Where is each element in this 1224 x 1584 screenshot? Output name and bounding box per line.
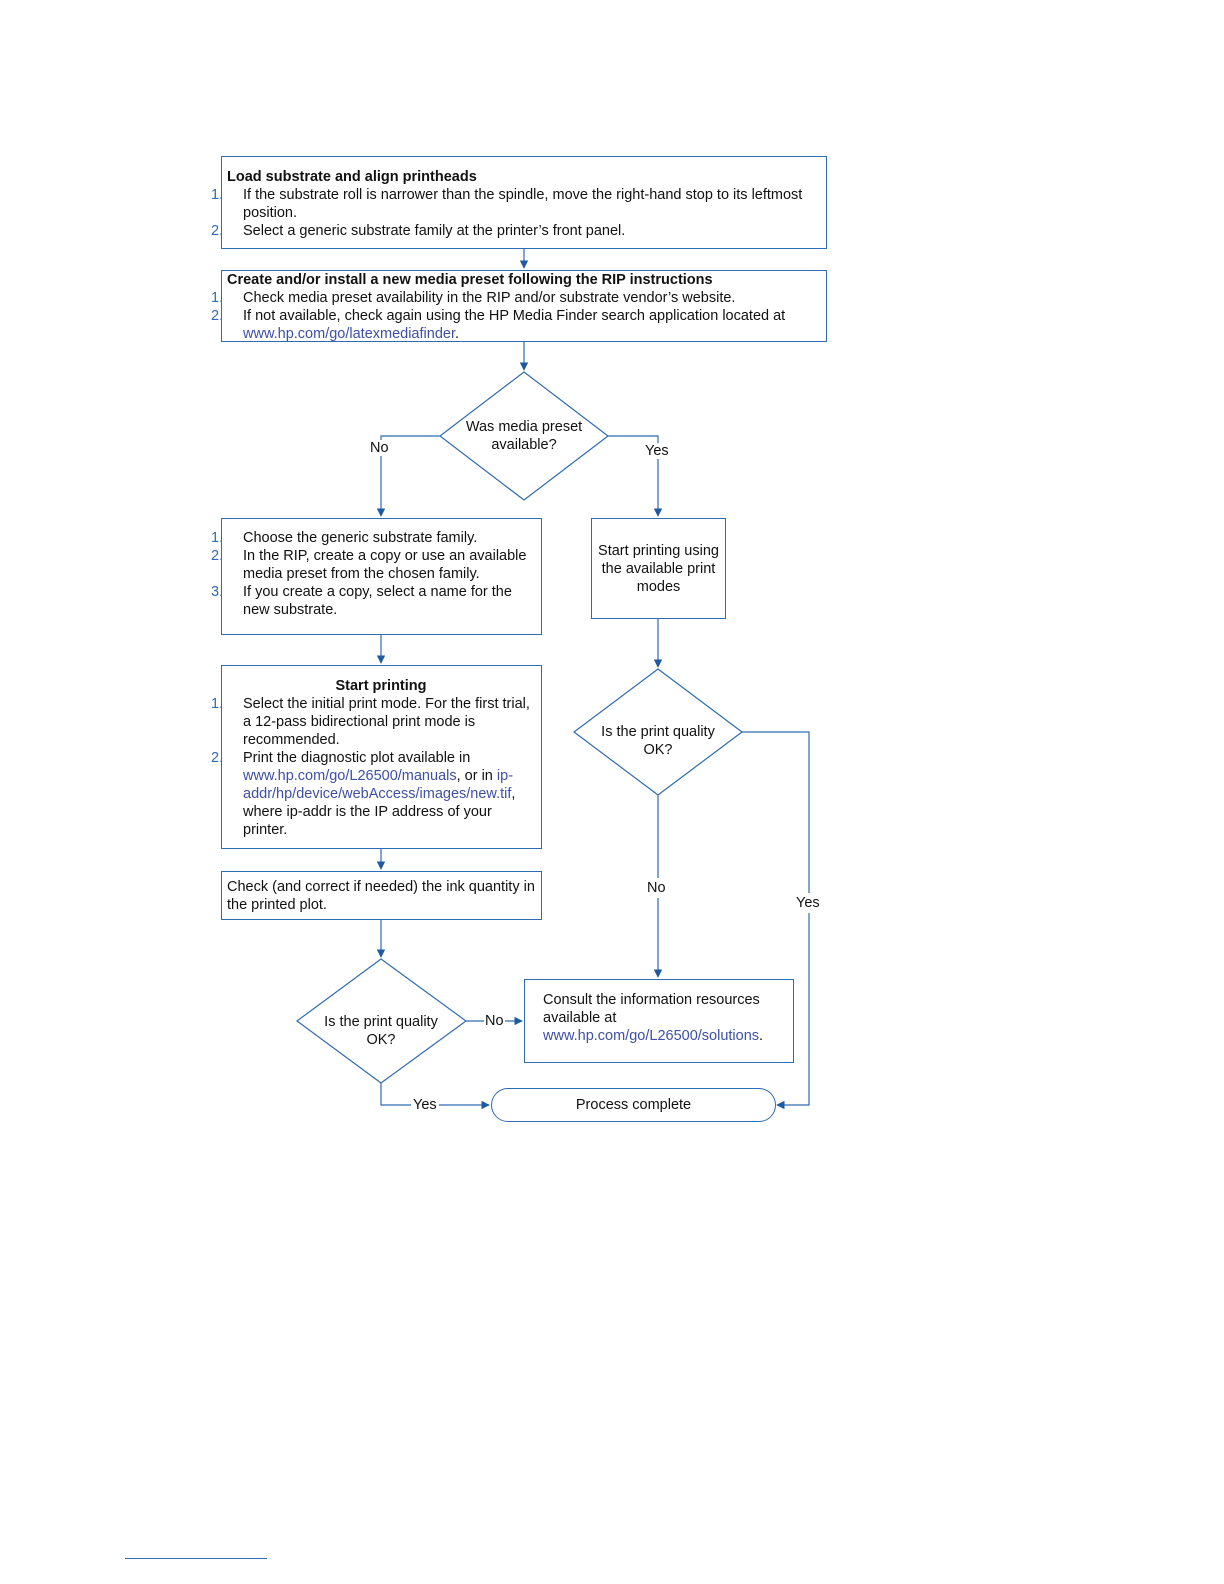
webaccess-link[interactable]: ip-addr/hp/device/webAccess/images/new.t… (243, 768, 514, 802)
solutions-link[interactable]: www.hp.com/go/L26500/solutions (543, 1028, 760, 1044)
box4-item-1-num: 1. (211, 696, 224, 712)
box6-end: . (759, 1028, 764, 1044)
box1-item-2-num: 2. (211, 223, 224, 239)
box4-item-1-text: Select the initial print mode. For the f… (243, 696, 530, 748)
yesbox-line3: modes (636, 579, 681, 595)
box3-item-1-num: 1. (211, 530, 224, 546)
manuals-link[interactable]: www.hp.com/go/L26500/manuals (243, 768, 457, 784)
box4-item-2-text: Print the diagnostic plot available in (243, 750, 471, 766)
box3-item-2-text: In the RIP, create a copy or use an avai… (243, 548, 527, 582)
box3-item-3-text: If you create a copy, select a name for … (243, 584, 512, 618)
box2-item-2-text: If not available, check again using the … (243, 308, 786, 324)
box4-title: Start printing (335, 678, 427, 694)
box2-title: Create and/or install a new media preset… (227, 272, 713, 288)
box6-line2: available at (543, 1010, 617, 1026)
step-box-media-preset: Create and/or install a new media preset… (211, 270, 827, 343)
latexmediafinder-link[interactable]: www.hp.com/go/latexmediafinder (243, 326, 455, 342)
arrow-decision3-yes (742, 731, 810, 1110)
decision3-yes-label: Yes (795, 893, 821, 913)
decision1-diamond (439, 371, 609, 501)
box1-item-1-text: If the substrate roll is narrower than t… (243, 187, 803, 221)
decision1-no-label: No (370, 440, 389, 456)
box3-item-2-num: 2. (211, 548, 224, 564)
box3-item-3: 3. If you create a copy, select a name fo… (211, 583, 535, 619)
box4-item-2-mid: , or in (456, 768, 493, 784)
box4-item-2-num: 2. (211, 750, 224, 766)
yesbox-line1: Start printing using (598, 543, 719, 559)
box4-item-2-end: , where ip-addr is the IP address of you… (243, 786, 516, 838)
decision2-yes-label: Yes (411, 1097, 439, 1113)
step-box-start-printing: Start printing 1. Select the initial prin… (211, 665, 542, 849)
box1-item-1: 1. If the substrate roll is narrower than… (211, 186, 820, 222)
decision2-line1: Is the print quality (324, 1014, 438, 1030)
terminal-text: Process complete (575, 1097, 692, 1113)
box2-item-1: 1. Check media preset availability in the… (211, 289, 820, 307)
step-box-check-ink: Check (and correct if needed) the ink qu… (221, 871, 542, 920)
decision3-line1: Is the print quality (601, 724, 715, 740)
box5-text: Check (and correct if needed) the ink qu… (227, 879, 535, 913)
box3-item-2: 2. In the RIP, create a copy or use an av… (211, 547, 535, 583)
decision2-line2: OK? (366, 1032, 396, 1048)
step-box-load-substrate: Load substrate and align printheads 1. If… (211, 156, 827, 249)
yesbox-line2: the available print (601, 561, 716, 577)
process-complete-terminal: Process complete (491, 1088, 776, 1122)
box6-line1: Consult the information resources (543, 992, 760, 1008)
decision3-line2: OK? (643, 742, 673, 758)
decision3-question: Is the print quality OK? (587, 723, 729, 759)
decision1-yes-label: Yes (645, 443, 669, 459)
decision3-no-label: No (646, 878, 667, 898)
step-box-start-printing-available: Start printing using the available print… (591, 518, 726, 619)
box2-item-2: 2. If not available, check again using th… (211, 307, 820, 343)
decision1-line1: Was media preset (465, 419, 583, 435)
decision2-question: Is the print quality OK? (310, 1013, 452, 1049)
box4-item-2: 2. Print the diagnostic plot available in… (211, 749, 535, 839)
arrow-decision1-yes (608, 435, 663, 517)
arrow-decision2-yes (380, 1083, 490, 1110)
box3-item-1: 1. Choose the generic substrate family. (211, 529, 535, 547)
step-box-generic-family: 1. Choose the generic substrate family. 2… (211, 518, 542, 635)
box1-item-1-num: 1. (211, 187, 224, 203)
box2-item-1-text: Check media preset availability in the R… (243, 290, 736, 306)
box2-item-1-num: 1. (211, 290, 224, 306)
decision2-no-label: No (484, 1013, 505, 1029)
box1-item-2-text: Select a generic substrate family at the… (243, 223, 626, 239)
box4-item-1: 1. Select the initial print mode. For the… (211, 695, 535, 749)
box3-item-1-text: Choose the generic substrate family. (243, 530, 478, 546)
decision1-question: Was media preset available? (452, 418, 596, 454)
step-box-consult-resources: Consult the information resources availa… (524, 979, 794, 1063)
decision1-line2: available? (491, 437, 557, 453)
box2-item-2-num: 2. (211, 308, 224, 324)
box1-title: Load substrate and align printheads (227, 169, 477, 185)
box1-item-2: 2. Select a generic substrate family at t… (211, 222, 820, 240)
box3-item-3-num: 3. (211, 584, 224, 600)
box6-line3: www.hp.com/go/L26500/solutions. (543, 1027, 787, 1045)
box2-item-2-end: . (454, 326, 460, 342)
footnote-divider (125, 1558, 267, 1559)
arrow-decision1-no (376, 435, 440, 517)
